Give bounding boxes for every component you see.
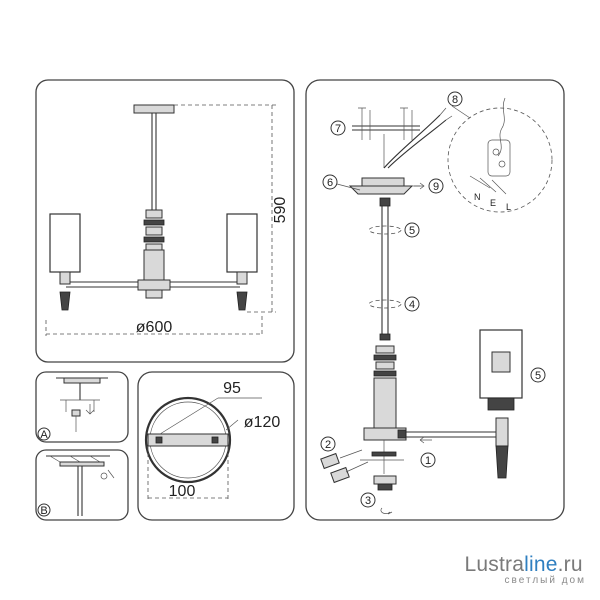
mounting-plate-panel: 95 ø120 100 [137,371,295,521]
overview-panel: 590 ø600 [35,79,295,363]
brand-name: Lustraline.ru [465,553,586,577]
wire-label-e: E [490,198,496,208]
step-2-label: 2 [325,439,331,451]
wire-label-l: L [506,202,511,212]
plate-diameter-dimension: ø120 [244,414,281,431]
step-5-label: 5 [409,225,415,237]
step-9-label: 9 [433,181,439,193]
step-6-label: 6 [327,177,333,189]
plate-length-dimension: 100 [169,483,196,500]
detail-b-label: B [40,505,47,517]
brand-name-tld: .ru [557,553,583,576]
detail-a-label: A [40,429,48,441]
step-5-shade-label: 5 [535,370,541,382]
brand-name-accent: line [524,553,558,576]
detail-b-panel: B [35,449,129,521]
step-4-label: 4 [409,299,415,311]
diameter-dimension: ø600 [136,319,173,336]
plate-width-dimension: 95 [223,380,241,397]
brand-name-main: Lustra [464,553,525,576]
brand-subtitle: светлый дом [504,575,586,586]
step-1-label: 1 [425,455,431,467]
installation-panel: N E L [305,79,565,521]
brand-logo: Lustraline.ru светлый дом [465,553,586,586]
wire-label-n: N [474,192,481,202]
step-3-label: 3 [365,495,371,507]
step-7-label: 7 [335,123,341,135]
height-dimension: 590 [272,197,289,224]
step-8-label: 8 [452,94,458,106]
detail-a-panel: A [35,371,129,443]
